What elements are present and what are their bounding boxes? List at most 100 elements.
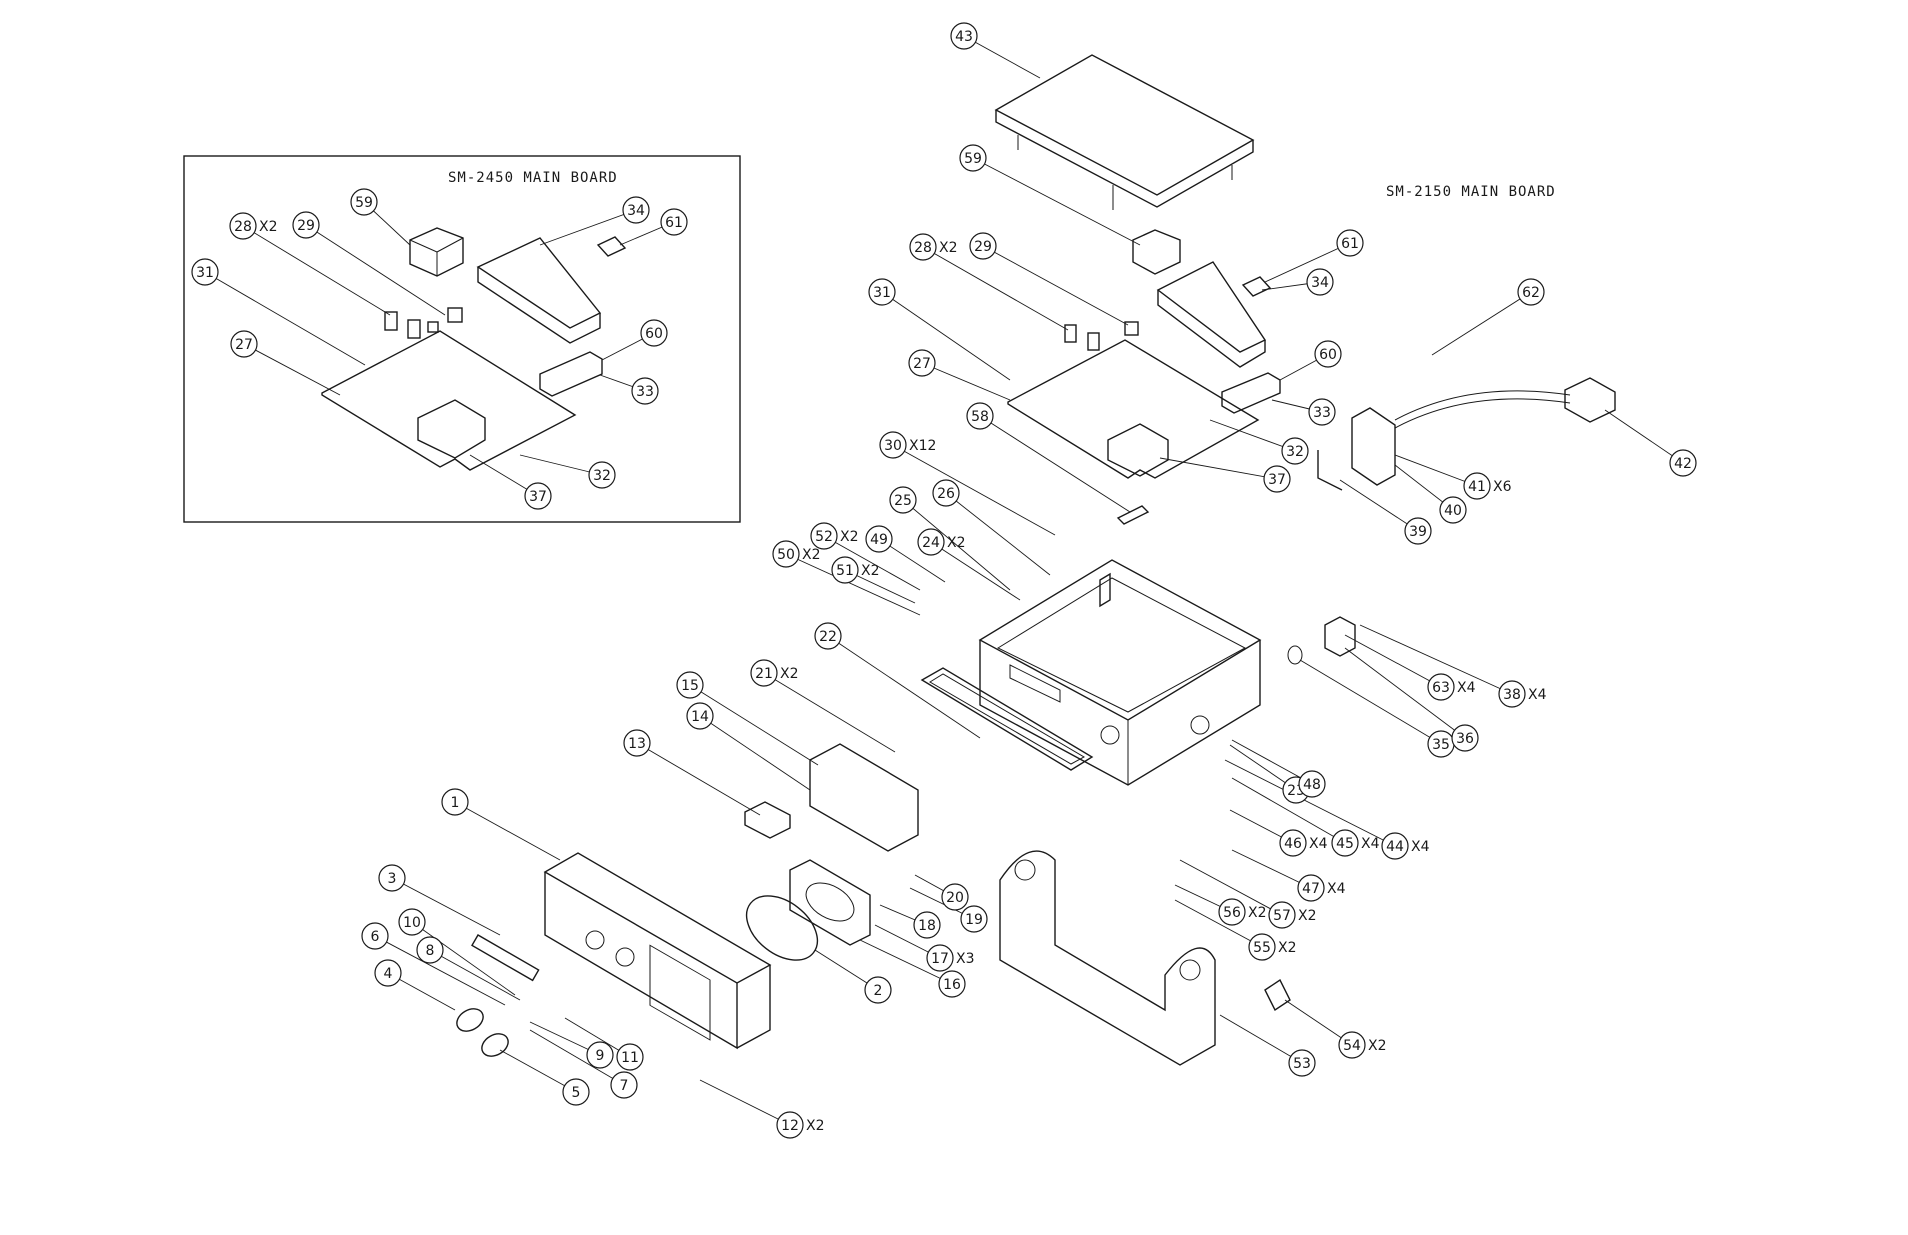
callout-circle: [879, 431, 907, 459]
callout-circle: [926, 944, 954, 972]
leader-line-50: [785, 553, 921, 616]
callout-number: 18: [918, 918, 936, 934]
callout-number: 38: [1503, 687, 1521, 703]
callout-circle: [913, 911, 941, 939]
callout-number: 17: [931, 951, 949, 967]
callout-number: 60: [645, 326, 663, 342]
callout-circle: [950, 22, 978, 50]
callout-number: 2: [874, 983, 883, 999]
leader-line-53: [1219, 1014, 1303, 1064]
leader-line-47: [1231, 849, 1312, 889]
callout-circle: [889, 486, 917, 514]
callout-27: 27: [230, 330, 258, 358]
callout-circle: [960, 905, 988, 933]
callout-circle: [1268, 901, 1296, 929]
callout-number: 22: [819, 629, 837, 645]
callout-number: 4: [384, 966, 393, 982]
callout-37: 37: [524, 482, 552, 510]
callout-53: 53: [1288, 1049, 1316, 1077]
callout-number: 1: [451, 795, 460, 811]
leader-line-35: [1299, 659, 1442, 745]
callout-number: 10: [403, 915, 421, 931]
callout-number: 15: [681, 678, 699, 694]
callout-number: 55: [1253, 940, 1271, 956]
callout-number: 32: [1286, 444, 1304, 460]
callout-number: 26: [937, 486, 955, 502]
callout-circle: [660, 208, 688, 236]
callout-59: 59: [350, 188, 378, 216]
callout-number: 19: [965, 912, 983, 928]
callout-27: 27: [908, 349, 936, 377]
leader-line-15: [689, 684, 819, 766]
callout-quantity: X2: [802, 547, 821, 563]
sm2450-transistor: [384, 311, 398, 331]
callout-3: 3: [378, 864, 406, 892]
callout-39: 39: [1404, 517, 1432, 545]
callout-number: 40: [1444, 503, 1462, 519]
leader-line-22: [827, 635, 981, 739]
callout-number: 56: [1223, 905, 1241, 921]
callout-circle: [909, 233, 937, 261]
callout-quantity: X6: [1493, 479, 1512, 495]
leader-line-12: [699, 1079, 791, 1126]
leader-line-31: [204, 271, 366, 366]
callout-quantity: X2: [1298, 908, 1317, 924]
sm2150-shield: [1156, 261, 1267, 353]
callout-circle: [1439, 496, 1467, 524]
callout-60: 60: [1314, 340, 1342, 368]
sm2450-board: [321, 330, 577, 471]
callout-26: 26: [932, 479, 960, 507]
callout-circle: [586, 1041, 614, 1069]
callout-circle: [1263, 465, 1291, 493]
knobs: [456, 934, 540, 1057]
callout-circle: [810, 522, 838, 550]
callout-number: 28: [234, 219, 252, 235]
leader-line-62: [1431, 291, 1532, 356]
callout-number: 34: [1311, 275, 1329, 291]
callout-circle: [623, 729, 651, 757]
callout-circle: [1308, 398, 1336, 426]
leader-line-10: [411, 921, 516, 996]
leader-line-3: [391, 877, 501, 936]
leader-line-57: [1179, 859, 1283, 916]
callout-circle: [686, 702, 714, 730]
callout-circle: [772, 540, 800, 568]
callout-29: 29: [969, 232, 997, 260]
sm2150-relay: [1132, 229, 1181, 275]
callout-circle: [229, 212, 257, 240]
speaker: [745, 859, 871, 961]
callout-number: 6: [371, 929, 380, 945]
leader-line-43: [963, 35, 1041, 79]
callout-31: 31: [191, 258, 219, 286]
sm2150-board: [1007, 339, 1260, 479]
callout-circle: [562, 1078, 590, 1106]
callout-number: 7: [620, 1078, 629, 1094]
leader-line-28: [242, 225, 391, 316]
callout-32: 32: [588, 461, 616, 489]
leader-line-36: [1344, 647, 1466, 739]
callout-circle: [588, 461, 616, 489]
callout-circle: [1517, 278, 1545, 306]
callout-number: 36: [1456, 731, 1474, 747]
front-panel: [543, 852, 772, 1050]
callout-number: 27: [913, 356, 931, 372]
callout-circle: [1498, 680, 1526, 708]
callout-61: 61: [660, 208, 688, 236]
callout-circle: [776, 1111, 804, 1139]
callout-number: 61: [665, 215, 683, 231]
callout-circle: [750, 659, 778, 687]
callout-number: 63: [1432, 680, 1450, 696]
sm2450-connector: [539, 351, 603, 397]
callout-quantity: X4: [1411, 839, 1430, 855]
callout-circle: [1306, 268, 1334, 296]
leader-line-27: [921, 362, 1011, 401]
callout-number: 59: [355, 195, 373, 211]
callout-59: 59: [959, 144, 987, 172]
callout-circle: [938, 970, 966, 998]
